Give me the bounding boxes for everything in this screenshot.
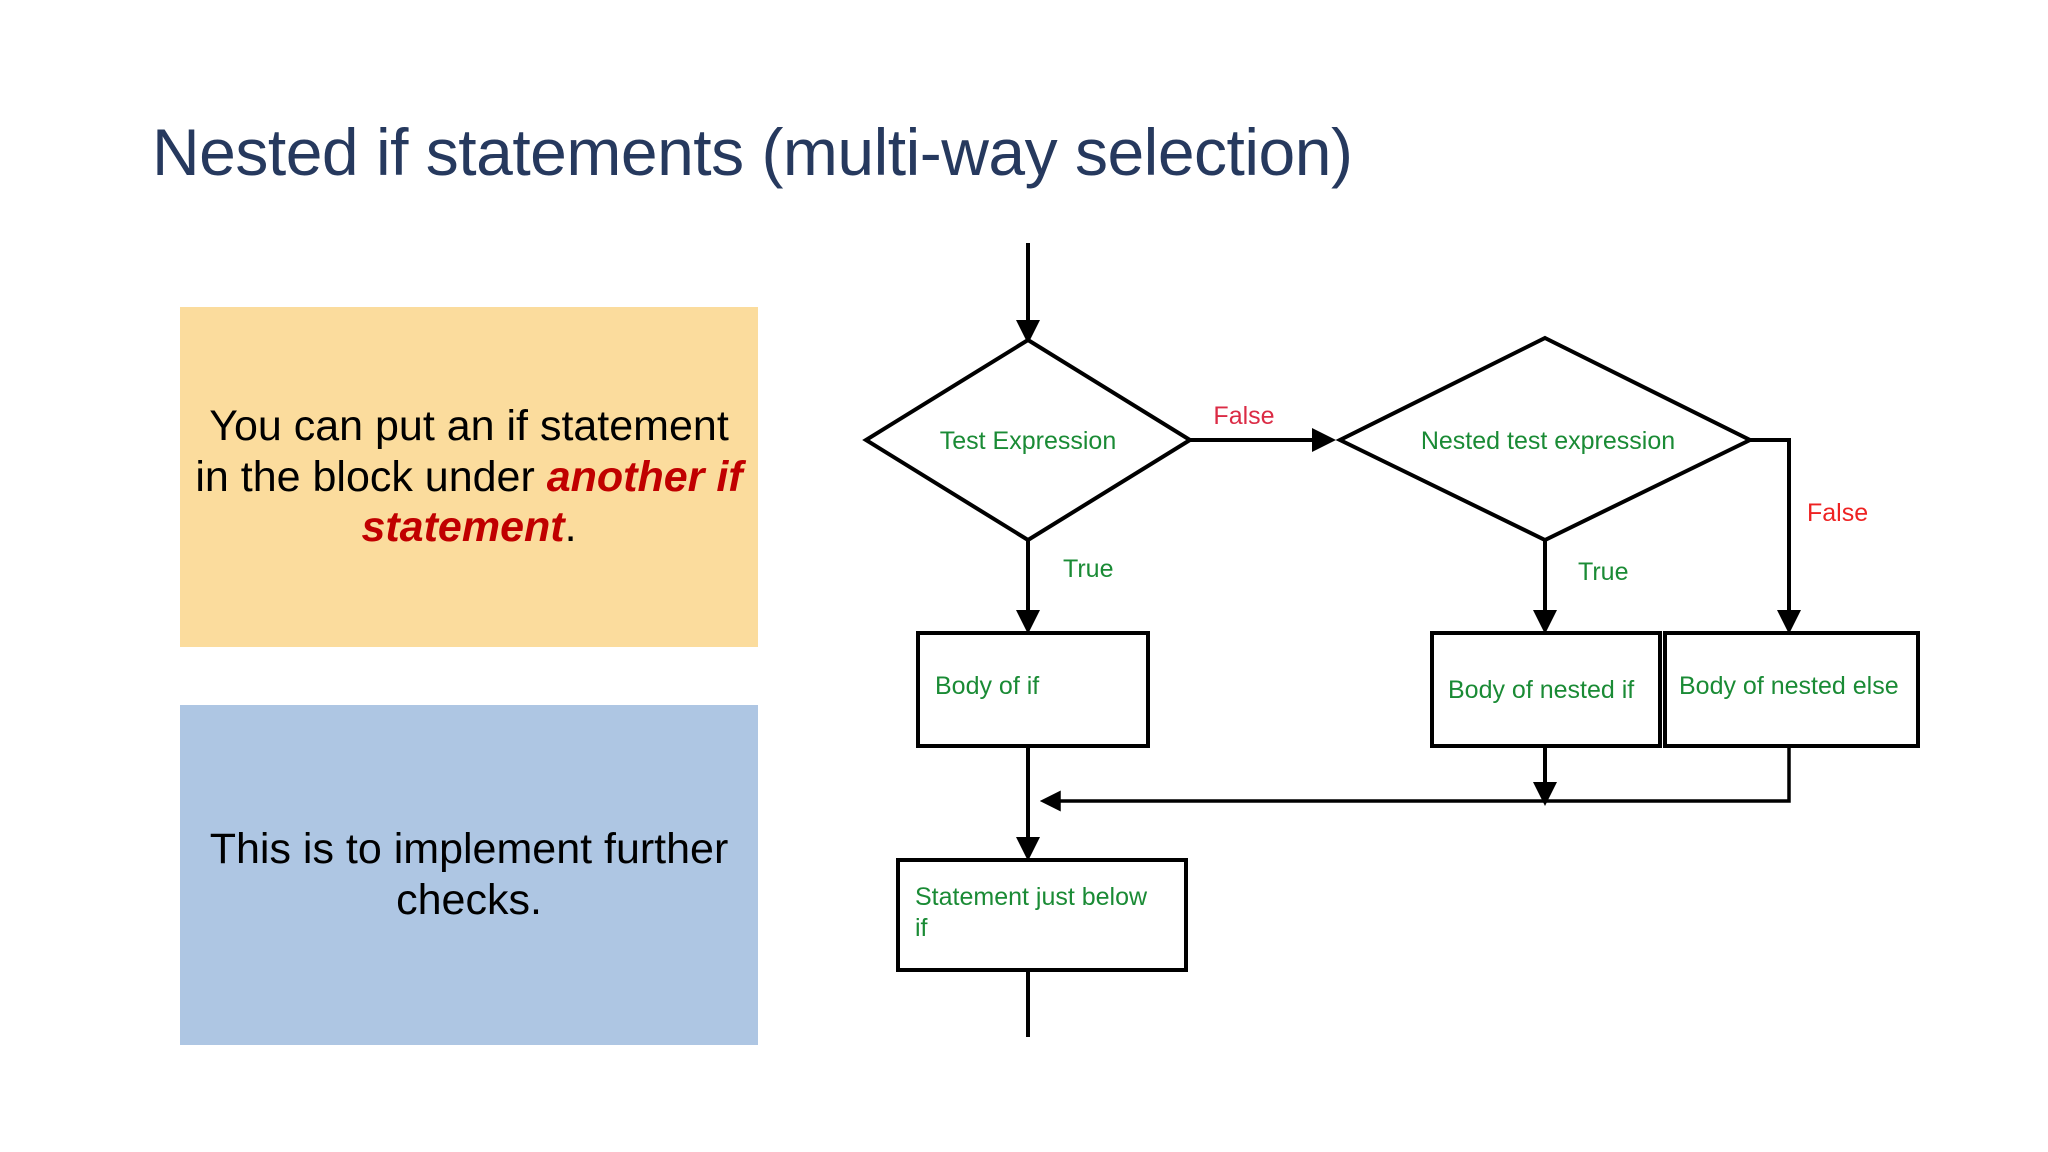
node-statement-below-if-label-line-1: Statement just below	[915, 883, 1148, 911]
node-statement-below-if-label-line-2: if	[915, 914, 928, 942]
callout-orange: You can put an if statement in the block…	[180, 307, 758, 647]
node-body-of-if	[916, 631, 1150, 748]
node-body-of-if-label: Body of if	[935, 672, 1039, 700]
callout-blue-text: This is to implement further checks.	[209, 825, 729, 924]
node-body-of-nested-else	[1663, 631, 1920, 748]
callout-orange-text-normal-1: You can put an if statement in the block…	[195, 401, 729, 501]
page-title: Nested if statements (multi-way selectio…	[152, 115, 1353, 189]
node-body-of-nested-if	[1430, 631, 1662, 748]
node-body-of-nested-if-label: Body of nested if	[1448, 676, 1634, 704]
node-statement-below-if	[896, 858, 1188, 972]
node-nested-test-expression-label: Nested test expression	[1421, 427, 1675, 455]
callout-orange-text: You can put an if statement in the block…	[194, 401, 744, 553]
edge-label-false-1: False	[1213, 402, 1274, 430]
node-body-of-nested-else-label: Body of nested else	[1679, 672, 1899, 700]
node-nested-test-expression	[1335, 335, 1755, 543]
node-test-expression	[862, 337, 1194, 543]
callout-orange-text-emphasis: another if statement	[361, 452, 743, 552]
edge-nested-test-expression-false	[1750, 438, 1801, 634]
edge-label-true-1: True	[1063, 555, 1113, 583]
callout-orange-text-normal-2: .	[564, 503, 577, 552]
edge-label-true-2: True	[1578, 558, 1628, 586]
edge-body-of-nested-else-to-merge	[1039, 746, 1791, 812]
node-test-expression-label: Test Expression	[940, 427, 1116, 455]
edge-label-false-2: False	[1807, 499, 1868, 527]
callout-blue: This is to implement further checks.	[180, 705, 758, 1045]
